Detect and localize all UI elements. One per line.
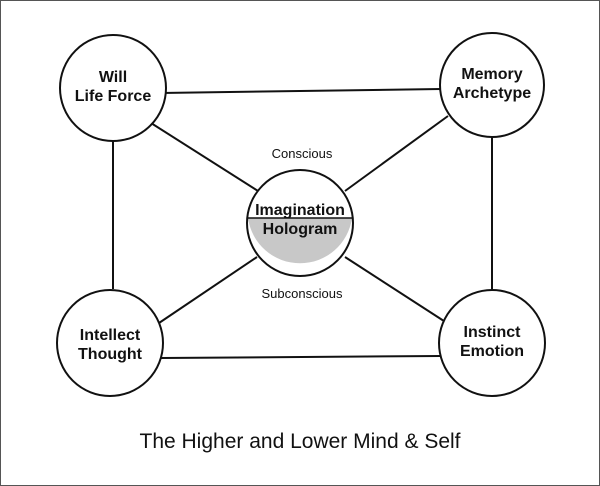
node-memory-line1: Memory <box>461 66 522 83</box>
diagram-title: The Higher and Lower Mind & Self <box>140 430 461 453</box>
subconscious-label: Subconscious <box>262 286 343 301</box>
edge-will-center <box>150 122 259 192</box>
connectors <box>112 88 493 359</box>
center-line1: Imagination <box>255 202 345 219</box>
node-will-line1: Will <box>99 69 127 86</box>
edge-will-memory <box>160 88 442 94</box>
node-intellect-line2: Thought <box>78 346 143 363</box>
edge-instinct-center <box>344 256 448 324</box>
node-intellect: Intellect Thought <box>56 289 164 397</box>
node-instinct-line2: Emotion <box>460 343 524 360</box>
node-memory-line2: Archetype <box>453 85 531 102</box>
node-will: Will Life Force <box>59 34 167 142</box>
node-intellect-line1: Intellect <box>80 327 141 344</box>
conscious-label: Conscious <box>272 146 333 161</box>
node-memory: Memory Archetype <box>439 32 545 138</box>
center-line2: Hologram <box>263 221 338 238</box>
node-instinct-line1: Instinct <box>464 324 522 341</box>
node-instinct: Instinct Emotion <box>438 289 546 397</box>
node-will-line2: Life Force <box>75 88 152 105</box>
subconscious-half <box>248 218 352 264</box>
node-center: Imagination Hologram <box>246 169 354 277</box>
edge-memory-center <box>344 115 449 192</box>
edge-intellect-center <box>158 256 258 324</box>
edge-intellect-instinct <box>160 355 442 359</box>
